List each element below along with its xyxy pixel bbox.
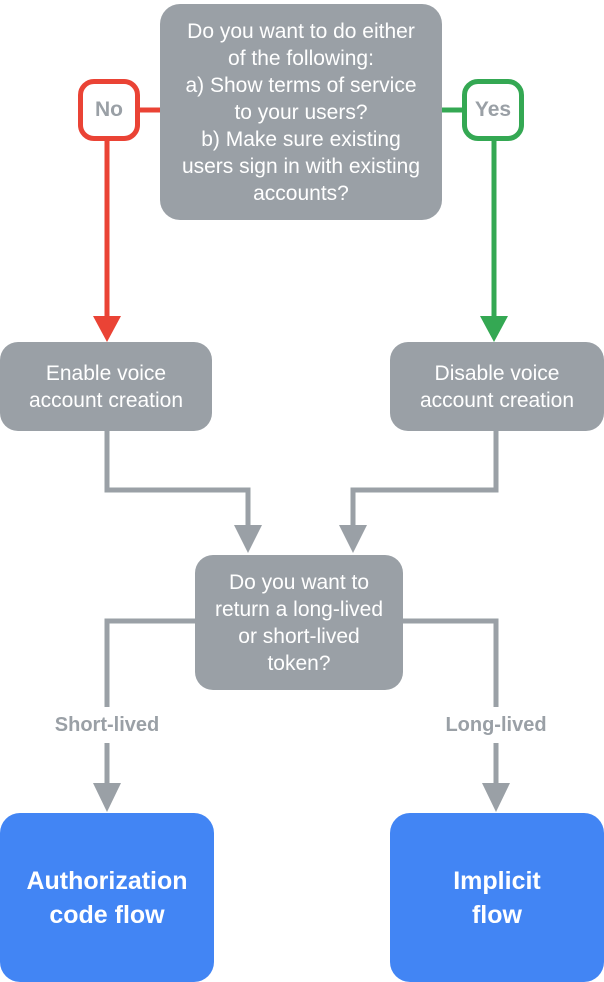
- question-to-auth-arrowhead-icon: [93, 783, 121, 812]
- yes-badge: Yes: [462, 79, 524, 141]
- node-authorization-code-flow: Authorization code flow: [0, 813, 214, 982]
- question-node-terms-of-service: Do you want to do either of the followin…: [160, 4, 442, 220]
- enable-to-question-line: [104, 428, 251, 527]
- question-to-auth-line: [104, 618, 198, 785]
- question-to-implicit-line: [400, 618, 499, 785]
- yes-arrowhead-icon: [480, 316, 508, 342]
- question-node-token-lifetime: Do you want to return a long-lived or sh…: [195, 555, 403, 690]
- node-disable-voice-account-creation: Disable voice account creation: [390, 342, 604, 431]
- enable-to-question-arrowhead-icon: [234, 525, 262, 553]
- question-to-implicit-arrowhead-icon: [482, 783, 510, 812]
- disable-to-question-line: [350, 428, 499, 527]
- long-lived-label: Long-lived: [411, 707, 581, 743]
- disable-to-question-arrowhead-icon: [339, 525, 367, 553]
- short-lived-label: Short-lived: [22, 707, 192, 743]
- no-badge: No: [78, 79, 140, 141]
- node-enable-voice-account-creation: Enable voice account creation: [0, 342, 212, 431]
- node-implicit-flow: Implicit flow: [390, 813, 604, 982]
- no-arrowhead-icon: [93, 316, 121, 342]
